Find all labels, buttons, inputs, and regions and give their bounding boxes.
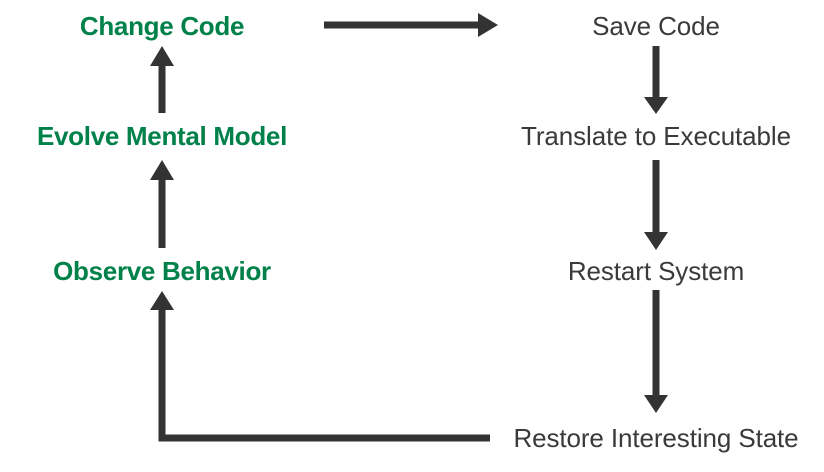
connector-evolve-to-change [150, 46, 174, 113]
node-save-code[interactable]: Save Code [592, 11, 720, 41]
node-translate-to-executable[interactable]: Translate to Executable [521, 121, 791, 151]
node-change-code[interactable]: Change Code [79, 11, 245, 41]
connector-translate-to-restart [644, 160, 668, 250]
node-observe-behavior[interactable]: Observe Behavior [53, 256, 271, 286]
connector-change-code-to-save-code [324, 13, 498, 37]
node-restore-interesting-state[interactable]: Restore Interesting State [513, 423, 799, 453]
connector-restore-to-observe [150, 291, 490, 442]
node-evolve-mental-model[interactable]: Evolve Mental Model [36, 121, 288, 151]
connector-save-code-to-translate [644, 46, 668, 114]
connector-observe-to-evolve [150, 160, 174, 248]
connector-restart-to-restore [644, 290, 668, 413]
node-restart-system[interactable]: Restart System [567, 256, 745, 286]
